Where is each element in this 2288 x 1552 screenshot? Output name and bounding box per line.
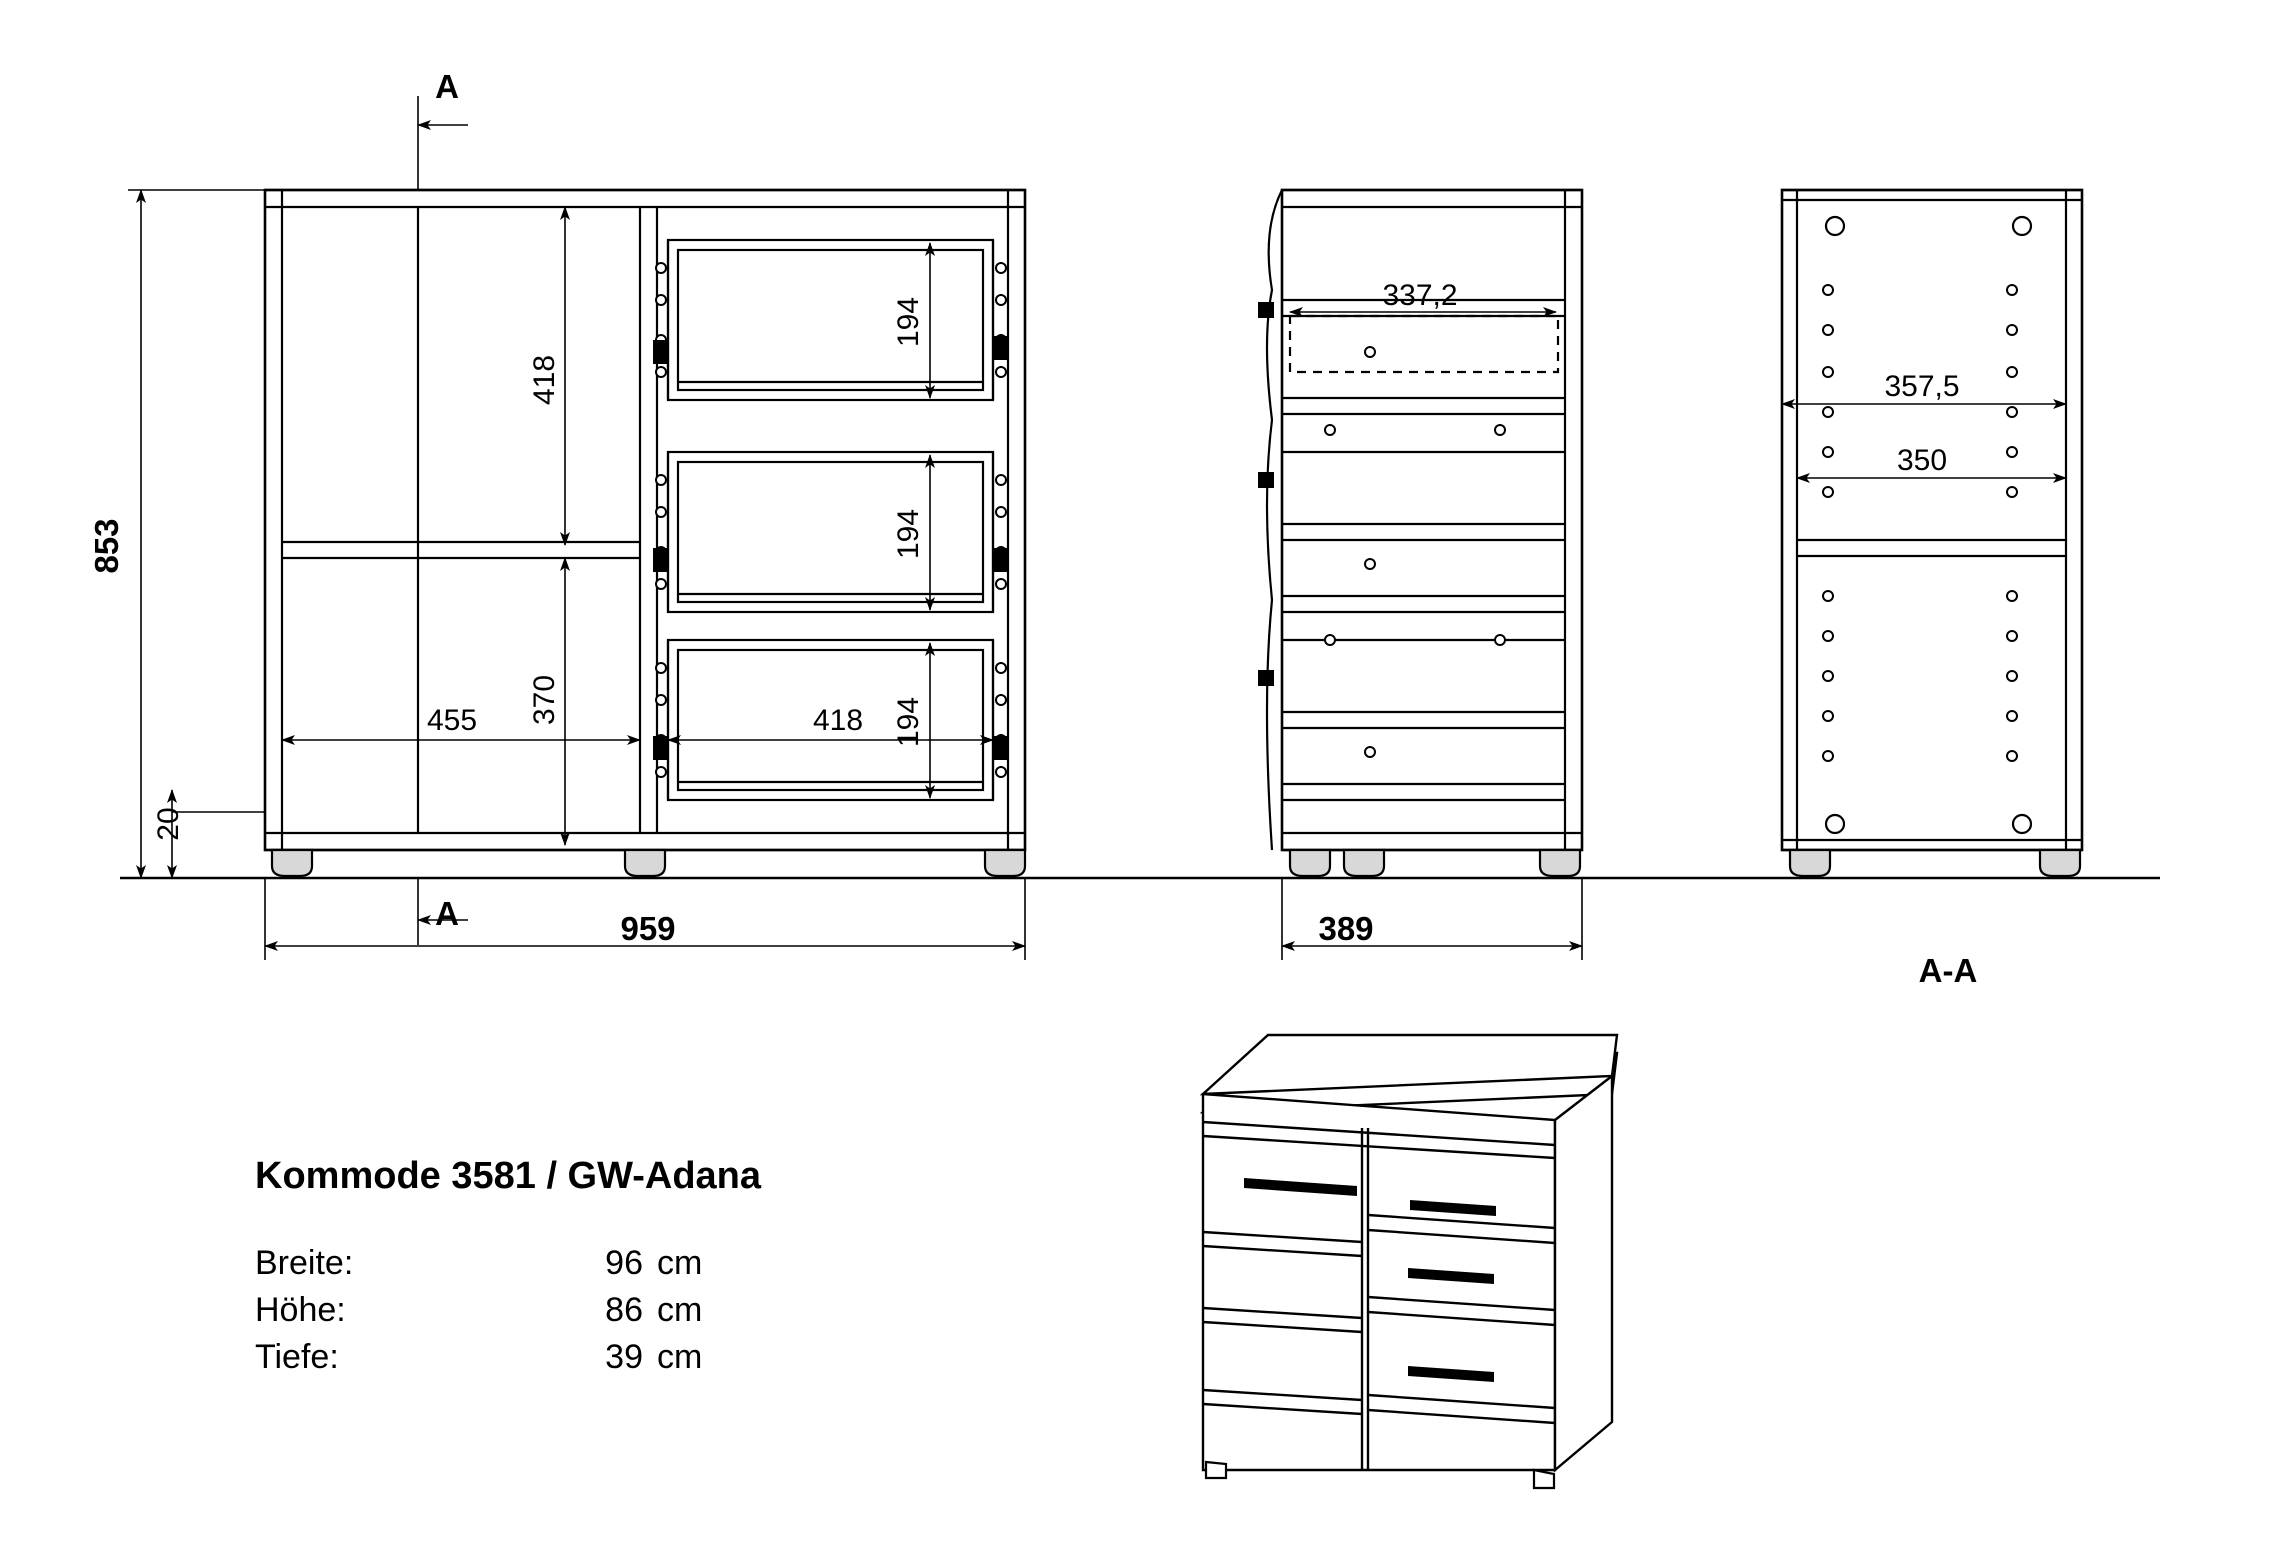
section-dimension-lines bbox=[1781, 399, 2067, 500]
perspective-feet bbox=[1204, 1460, 1556, 1490]
dim-inner-width-upper: 357,5 bbox=[1884, 370, 1959, 403]
dim-drawer-height-mid: 194 bbox=[892, 509, 925, 559]
spec-unit-hoehe: cm bbox=[657, 1290, 703, 1329]
dim-total-width: 959 bbox=[620, 910, 675, 947]
front-dimension-lines bbox=[128, 96, 1026, 960]
spec-label-hoehe: Höhe: bbox=[255, 1290, 346, 1329]
side-fitting-holes bbox=[1324, 346, 1506, 758]
spec-label-tiefe: Tiefe: bbox=[255, 1337, 339, 1376]
dim-total-depth: 389 bbox=[1318, 910, 1373, 947]
front-feet bbox=[270, 848, 1027, 878]
title-block: Kommode 3581 / GW-Adana Breite: 96 cm Hö… bbox=[255, 1155, 1155, 1381]
spec-row-breite: Breite: 96 cm bbox=[255, 1240, 1155, 1287]
side-feet bbox=[1288, 848, 1582, 878]
dim-drawer-height-bottom: 194 bbox=[892, 697, 925, 747]
side-hinge-blocks bbox=[1258, 302, 1274, 686]
spec-label-breite: Breite: bbox=[255, 1244, 354, 1282]
dim-shelf-height: 418 bbox=[528, 355, 561, 405]
section-marker-bottom: A bbox=[435, 895, 459, 932]
spec-value-breite: 96 bbox=[605, 1244, 643, 1282]
spec-row-tiefe: Tiefe: 39 cm bbox=[255, 1334, 1155, 1381]
dim-total-height: 853 bbox=[88, 518, 125, 573]
section-drilling-pattern bbox=[1822, 284, 2018, 762]
section-feet bbox=[1788, 848, 2082, 878]
front-view-group bbox=[120, 188, 2160, 880]
dim-lower-compartment: 370 bbox=[528, 675, 561, 725]
spec-value-tiefe: 39 bbox=[605, 1337, 643, 1376]
section-view-group bbox=[1780, 188, 2084, 852]
dim-drawer-height-top: 194 bbox=[892, 297, 925, 347]
dim-drawer-width: 418 bbox=[813, 704, 863, 737]
side-dimension-lines bbox=[1281, 307, 1583, 960]
spec-value-hoehe: 86 bbox=[605, 1290, 643, 1329]
spec-row-hoehe: Höhe: 86 cm bbox=[255, 1287, 1155, 1334]
section-marker-top: A bbox=[435, 68, 459, 105]
perspective-handles bbox=[1244, 1178, 1496, 1382]
dim-shelf-width: 350 bbox=[1897, 444, 1947, 477]
dim-door-width: 455 bbox=[427, 704, 477, 737]
dim-drawer-depth: 337,2 bbox=[1382, 279, 1457, 312]
section-corner-holes bbox=[1824, 215, 2033, 835]
dim-plinth-height: 20 bbox=[152, 807, 185, 840]
front-hinge-blocks bbox=[653, 336, 1009, 760]
spec-unit-breite: cm bbox=[657, 1244, 703, 1282]
product-title: Kommode 3581 / GW-Adana bbox=[255, 1155, 762, 1197]
spec-unit-tiefe: cm bbox=[657, 1337, 703, 1376]
section-label: A-A bbox=[1919, 952, 1978, 989]
